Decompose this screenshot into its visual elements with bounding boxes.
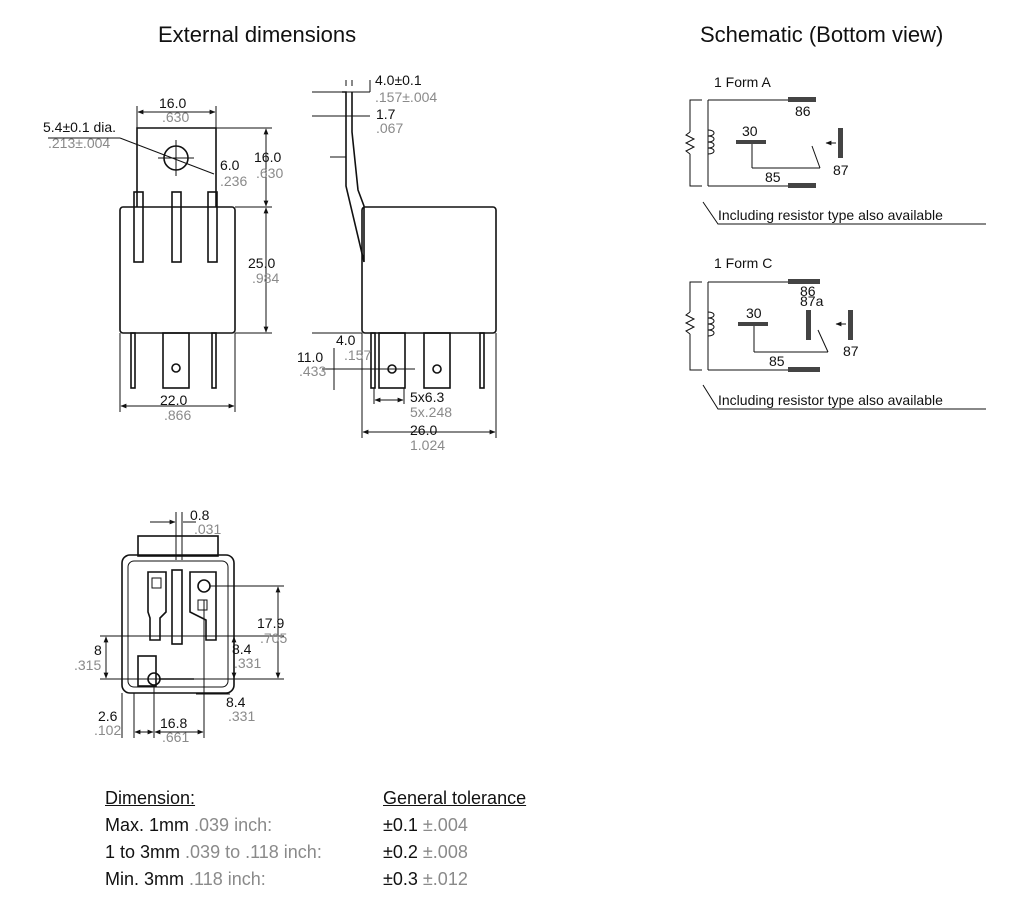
dim-inch: .630 — [256, 165, 283, 181]
pin-85-label: 85 — [765, 169, 781, 185]
dim-inch: .984 — [252, 270, 279, 286]
form-a-schematic: 1 Form A 86 30 85 87 Including resistor … — [684, 74, 986, 225]
dim-mm: 26.0 — [410, 422, 437, 438]
front-view: 16.0 .630 5.4±0.1 dia. .213±.004 6.0 .23… — [43, 95, 283, 423]
bottom-outline — [121, 554, 235, 694]
pin-30-label: 30 — [742, 123, 758, 139]
pin-86-bar — [788, 97, 816, 102]
tol-inch: ±.012 — [422, 869, 468, 889]
dim-mm: 16.8 — [160, 715, 187, 731]
dim-inch: .236 — [220, 173, 247, 189]
bottom-tab — [137, 535, 219, 557]
external-dimensions-heading: External dimensions — [158, 22, 357, 47]
pin-86-label: 86 — [795, 103, 811, 119]
dim-inch: .315 — [74, 657, 101, 673]
dim-inch: .031 — [194, 521, 221, 537]
dim-inch: .039 to .118 inch: — [185, 842, 322, 862]
dim-mm: 5.4±0.1 dia. — [43, 119, 116, 135]
dim-mm: 0.8 — [190, 507, 210, 523]
dim-mm: 8.4 — [226, 694, 246, 710]
dim-mm: 6.0 — [220, 157, 240, 173]
dim-inch: .157±.004 — [375, 89, 437, 105]
dim-mm: 22.0 — [160, 392, 187, 408]
form-a-title: 1 Form A — [714, 74, 771, 90]
dim-inch: .433 — [299, 363, 326, 379]
dim-inch: .157 — [344, 347, 371, 363]
dim-inch: .118 inch: — [189, 869, 266, 889]
pin-30-label: 30 — [746, 305, 762, 321]
dim-inch: .705 — [260, 630, 287, 646]
tol-mm: ±0.2 — [383, 842, 418, 862]
dim-mm: 16.0 — [159, 95, 186, 111]
tol-inch: ±.008 — [422, 842, 468, 862]
dim-inch: .331 — [228, 708, 255, 724]
pin-87-label: 87 — [833, 162, 849, 178]
pin-87-label: 87 — [843, 343, 859, 359]
dim-inch: .213±.004 — [48, 135, 110, 151]
dim-mm: 4.0 — [336, 332, 356, 348]
dim-inch: .866 — [164, 407, 191, 423]
dim-inch: 5x.248 — [410, 404, 452, 420]
dim-mm: 17.9 — [257, 615, 284, 631]
tolerance-header-label: General tolerance — [383, 788, 527, 808]
side-view: 4.0±0.1 .157±.004 1.7 .067 4.0 .157 11.0… — [297, 72, 497, 453]
side-tab — [342, 91, 365, 263]
mounting-tab — [136, 127, 217, 207]
dim-mm: 11.0 — [297, 349, 323, 365]
dim-mm: 8 — [94, 642, 102, 658]
dim-inch: .039 inch: — [194, 815, 273, 835]
dim-mm: Min. 3mm — [105, 869, 185, 889]
dim-inch: .067 — [376, 120, 403, 136]
dim-inch: .331 — [234, 655, 261, 671]
dim-inch: 1.024 — [410, 437, 445, 453]
pin-85-label: 85 — [769, 353, 785, 369]
tol-mm: ±0.3 — [383, 869, 418, 889]
dimension-header: Dimension: — [105, 788, 196, 808]
dim-inch: .102 — [94, 722, 121, 738]
schematic-heading: Schematic (Bottom view) — [700, 22, 944, 47]
form-c-schematic: 1 Form C 86 87a 30 85 87 Including resis… — [684, 255, 986, 410]
dim-mm: Max. 1mm — [105, 815, 190, 835]
dim-mm: 16.0 — [254, 149, 281, 165]
pin-87a-label: 87a — [800, 293, 824, 309]
tol-mm: ±0.1 — [383, 815, 418, 835]
pin-85-bar — [788, 183, 816, 188]
dim-mm: 25.0 — [248, 255, 275, 271]
dim-mm: 2.6 — [98, 708, 118, 724]
side-body — [361, 206, 497, 334]
pin-86-label: 86 — [800, 283, 816, 299]
dim-mm: 4.0±0.1 — [375, 72, 422, 88]
dim-mm: 8.4 — [232, 641, 252, 657]
dim-mm: 5x6.3 — [410, 389, 444, 405]
dim-inch: .630 — [162, 109, 189, 125]
dim-inch: .661 — [162, 729, 189, 745]
dim-mm: 1.7 — [376, 106, 396, 122]
form-a-note: Including resistor type also available — [718, 207, 943, 223]
dim-mm: 1 to 3mm — [105, 842, 181, 862]
form-c-title: 1 Form C — [714, 255, 772, 271]
form-c-note: Including resistor type also available — [718, 392, 943, 408]
tol-inch: ±.004 — [422, 815, 468, 835]
bottom-view: 0.8 .031 17.9 .705 8 .315 8.4 .331 8.4 .… — [74, 507, 287, 745]
